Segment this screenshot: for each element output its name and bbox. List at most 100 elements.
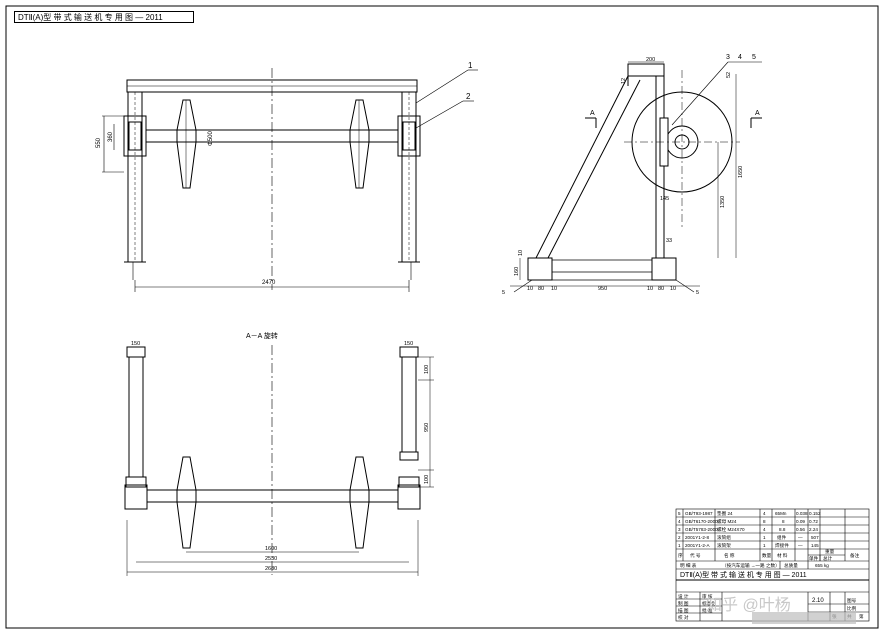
bom-r1-total: 145 bbox=[811, 543, 819, 548]
bom-h-remark: 备注 bbox=[850, 552, 860, 559]
dim-top-offset: 12 bbox=[621, 78, 627, 84]
weld-left: 5 bbox=[502, 290, 505, 296]
bom-r3-code: GB/T5783-2000 bbox=[685, 527, 718, 532]
bom-r4-name: 螺母 M24 bbox=[717, 518, 737, 525]
bom-r1-unit: — bbox=[798, 543, 803, 548]
dim-left-top: 150 bbox=[131, 341, 140, 347]
bom-r4-qty: 8 bbox=[763, 519, 766, 524]
bom-r4-material: 8 bbox=[782, 519, 785, 524]
dim-base-seg-3: 10 bbox=[551, 286, 557, 292]
front-view bbox=[102, 68, 478, 292]
bom-total-label: 总质量 bbox=[784, 562, 798, 569]
section-view bbox=[124, 345, 434, 576]
section-mark-right: A bbox=[755, 110, 760, 117]
bom-r2-material: 组件 bbox=[777, 534, 787, 541]
bom-drawing-no: 2.10 bbox=[812, 598, 824, 604]
bom-table bbox=[675, 508, 870, 622]
sign-row-3: 描 图 bbox=[678, 607, 689, 614]
dim-base-seg-2: 80 bbox=[538, 286, 544, 292]
watermark-bar bbox=[752, 612, 856, 624]
drawing-top-title: DTⅡ(A)型 带 式 输 送 机 专 用 图 — 2011 bbox=[14, 11, 194, 23]
dim-r3: 100 bbox=[424, 475, 430, 484]
bom-total-value: 655 kg bbox=[815, 563, 829, 568]
dim-52: 52 bbox=[726, 72, 732, 78]
bom-r5-total: 0.152 bbox=[809, 511, 821, 516]
dim-base-seg-6: 80 bbox=[658, 286, 664, 292]
dim-inner: 1600 bbox=[265, 546, 277, 552]
bom-h-no: 序 bbox=[678, 552, 683, 559]
dim-right-top: 150 bbox=[404, 341, 413, 347]
bom-r1-code: 2001Y1-2-A bbox=[685, 543, 710, 548]
watermark-text: 知乎 @叶杨 bbox=[706, 596, 791, 614]
dim-base-seg-5: 10 bbox=[647, 286, 653, 292]
bom-r1-name: 滚筒架 bbox=[717, 542, 731, 549]
bom-r2-no: 2 bbox=[678, 535, 681, 540]
dim-33: 33 bbox=[666, 238, 672, 244]
bom-foot-left: 明 细 表 bbox=[680, 562, 697, 569]
dim-mid: 2530 bbox=[265, 556, 277, 562]
bom-r1-no: 1 bbox=[678, 543, 681, 548]
dim-base-height: 160 bbox=[514, 267, 520, 276]
bom-r2-unit: — bbox=[798, 535, 803, 540]
dim-base-seg-4: 950 bbox=[598, 286, 607, 292]
bom-r3-name: 螺栓 M24X70 bbox=[717, 526, 745, 533]
sign-row-4: 校 对 bbox=[678, 614, 689, 621]
dim-1650: 1650 bbox=[738, 166, 744, 178]
weld-right: 5 bbox=[696, 290, 699, 296]
bom-r5-code: GB/T93-1987 bbox=[685, 511, 713, 516]
bom-r3-unit: 0.56 bbox=[796, 527, 805, 532]
bom-r4-unit: 0.09 bbox=[796, 519, 805, 524]
dim-base-top: 10 bbox=[518, 250, 524, 256]
bom-r2-total: 507 bbox=[811, 535, 819, 540]
section-mark-left: A bbox=[590, 110, 595, 117]
dim-overall-width: 2470 bbox=[262, 280, 276, 286]
dim-r2: 950 bbox=[424, 423, 430, 432]
bom-title: DTⅡ(A)型 带 式 输 送 机 专 用 图 — 2011 bbox=[680, 570, 807, 579]
sheet-cell-1: 图号 bbox=[847, 598, 857, 604]
dim-r1: 100 bbox=[424, 365, 430, 374]
dim-overall: 2680 bbox=[265, 566, 277, 572]
bom-r1-material: 焊接件 bbox=[775, 542, 789, 549]
sign-row-7: 批 准 bbox=[702, 607, 713, 614]
bom-r1-qty: 1 bbox=[763, 543, 766, 548]
sheet-cell-2: 比例 bbox=[847, 605, 857, 612]
bom-r2-name: 滚筒组 bbox=[717, 534, 731, 541]
bom-r5-no: 5 bbox=[678, 511, 681, 516]
callout-1: 1 bbox=[468, 61, 473, 70]
sign-row-1: 设 计 bbox=[678, 593, 689, 600]
callout-2: 2 bbox=[466, 92, 471, 101]
bom-r5-qty: 4 bbox=[763, 511, 766, 516]
bom-r4-no: 4 bbox=[678, 519, 681, 524]
sign-row-6: 标准化 bbox=[702, 600, 716, 607]
dim-base-seg-1: 10 bbox=[527, 286, 533, 292]
section-title: A－A 旋转 bbox=[246, 331, 278, 340]
bom-h-weight: 重量 bbox=[825, 548, 835, 555]
callout-5: 5 bbox=[752, 54, 756, 61]
bom-r2-code: 2001Y1-2-8 bbox=[685, 535, 709, 540]
bom-r5-name: 垫圈 24 bbox=[717, 510, 733, 517]
bom-foot-mid: （按汽车运输 →一路 之数） bbox=[722, 562, 780, 569]
bom-r5-unit: 0.038 bbox=[796, 511, 808, 516]
bom-r4-code: GB/T6170-2000 bbox=[685, 519, 718, 524]
callout-3: 3 bbox=[726, 54, 730, 61]
dim-1350: 1350 bbox=[720, 196, 726, 208]
bom-r3-material: 8.8 bbox=[779, 527, 786, 532]
dim-inner-height: 360 bbox=[108, 131, 114, 142]
bom-h-material: 材 料 bbox=[777, 552, 788, 559]
sign-row-5: 审 核 bbox=[702, 593, 713, 600]
sign-row-2: 制 图 bbox=[678, 600, 689, 607]
bom-r2-qty: 1 bbox=[763, 535, 766, 540]
bom-r5-material: 65Mn bbox=[775, 511, 787, 516]
side-view bbox=[510, 61, 762, 293]
bom-r3-total: 2.24 bbox=[809, 527, 818, 532]
bom-r3-no: 3 bbox=[678, 527, 681, 532]
bom-h-name: 名 称 bbox=[724, 552, 735, 559]
bom-r3-qty: 4 bbox=[763, 527, 766, 532]
bom-r4-total: 0.72 bbox=[809, 519, 818, 524]
callout-4: 4 bbox=[738, 54, 742, 61]
sheet-cell-5: 第 bbox=[859, 613, 864, 620]
bom-h-total: 总计 bbox=[823, 555, 833, 562]
right-disk bbox=[349, 99, 370, 189]
bom-h-unit: 单件 bbox=[809, 555, 819, 562]
